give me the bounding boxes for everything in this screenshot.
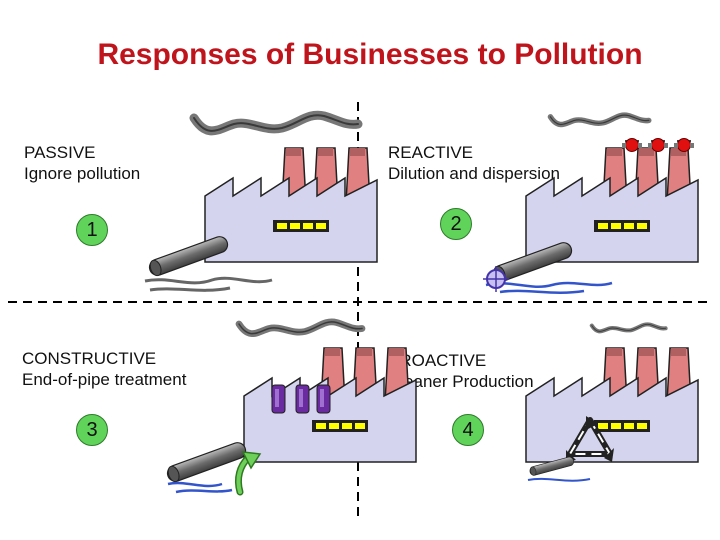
treated-water [167,481,233,494]
quadrant-heading: PROACTIVE [388,351,487,370]
factory-icon [525,147,699,263]
polluted-water [144,276,273,292]
filter-icon [316,384,331,414]
return-arrow-icon [234,451,262,496]
quadrant-heading: CONSTRUCTIVE [22,349,157,368]
quadrant-constructive-label: CONSTRUCTIVE End-of-pipe treatment [22,348,186,390]
recycle-icon [566,416,614,462]
quadrant-subheading: Cleaner Production [388,372,534,391]
quadrant-subheading: Dilution and dispersion [388,164,560,183]
clean-water [527,477,591,482]
quadrant-reactive-label: REACTIVE Dilution and dispersion [388,142,560,184]
badge-2: 2 [440,208,472,240]
quadrant-heading: REACTIVE [388,143,474,162]
factory-icon [204,147,378,263]
quadrant-passive-label: PASSIVE Ignore pollution [24,142,140,184]
badge-1: 1 [76,214,108,246]
smoke-icon [592,324,666,331]
quadrant-subheading: Ignore pollution [24,164,141,183]
badge-3: 3 [76,414,108,446]
badge-4: 4 [452,414,484,446]
quadrant-heading: PASSIVE [24,143,96,162]
quadrant-subheading: End-of-pipe treatment [22,370,187,389]
factory-icon [525,347,699,463]
quadrant-proactive-label: PROACTIVE Cleaner Production [388,350,534,392]
filter-icon [295,384,310,414]
crosshair-icon [483,266,509,292]
smoke-icon [239,322,362,334]
smoke-icon [194,115,358,131]
dispersed-water [485,281,613,294]
page-title: Responses of Businesses to Pollution [97,38,643,71]
filter-icon [271,384,286,414]
smoke-icon [550,115,648,124]
